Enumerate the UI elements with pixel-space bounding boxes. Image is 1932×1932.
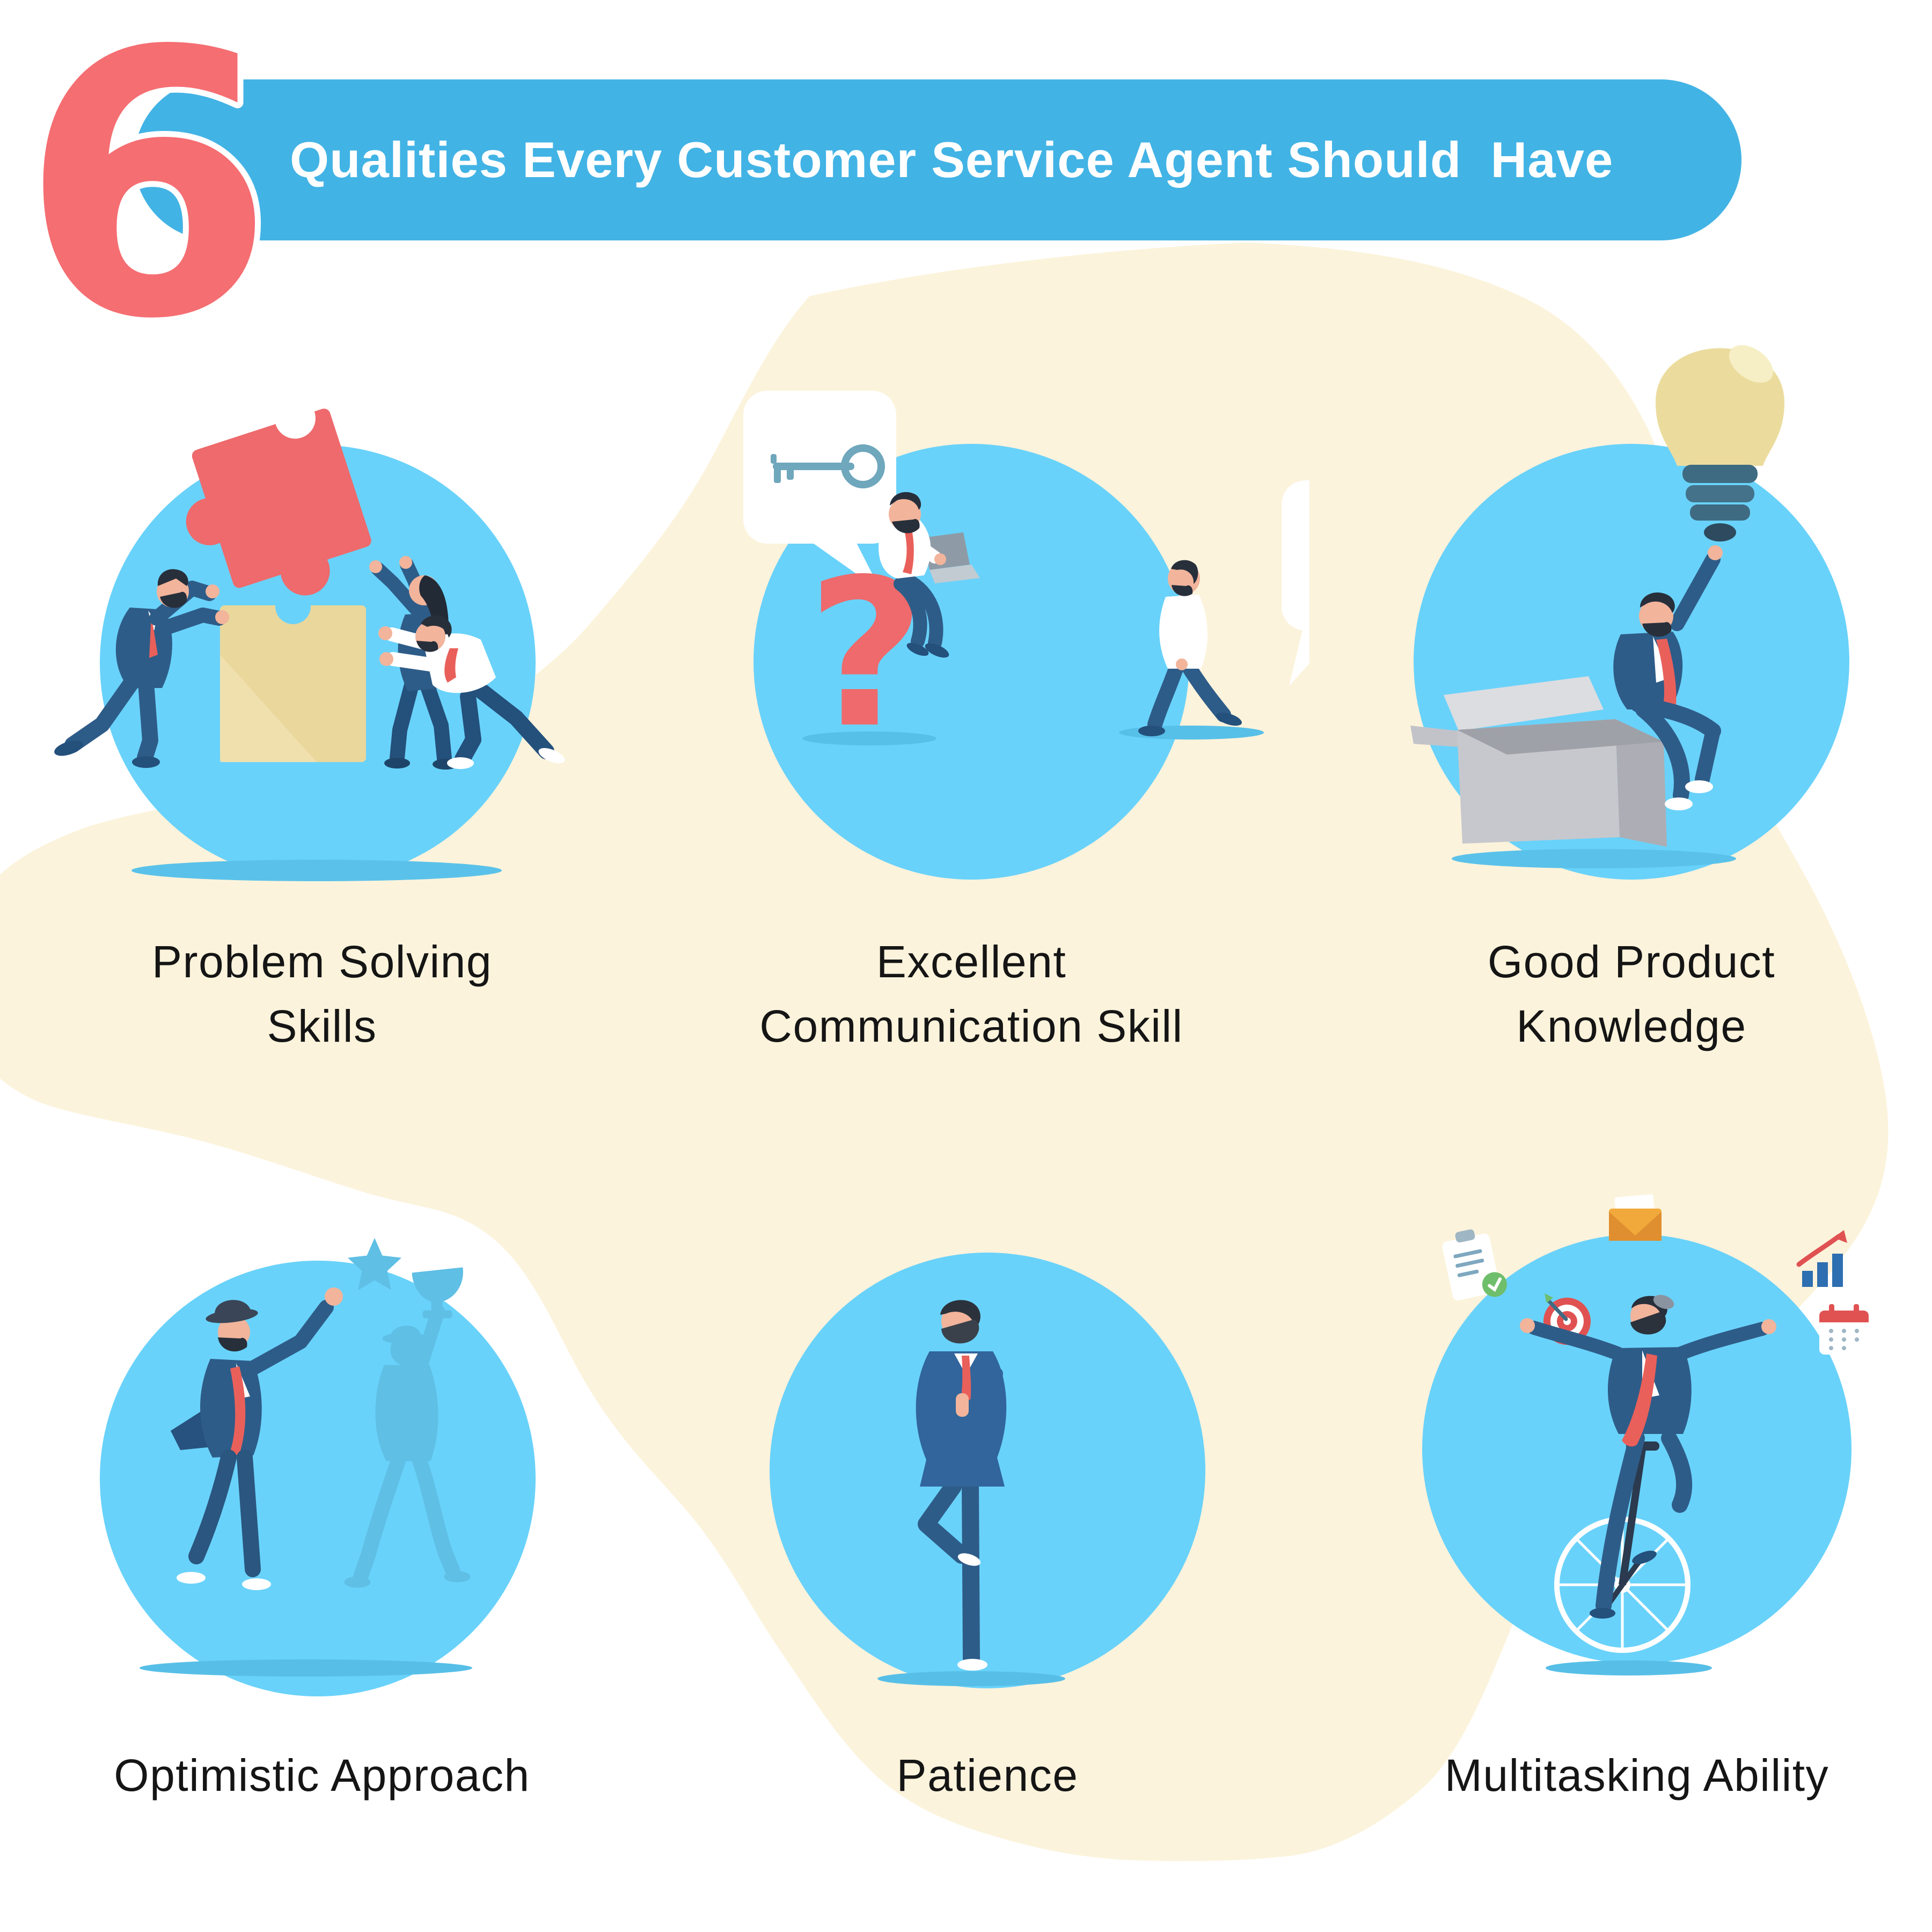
label-line: Skills (267, 1001, 377, 1051)
ground-shadow (140, 1659, 472, 1677)
number-six-text: 6 (32, 15, 263, 358)
ground-shadow (1452, 849, 1736, 868)
page-title: Qualities Every Customer Service Agent S… (290, 131, 1614, 188)
label-line: Communication Skill (759, 1001, 1183, 1051)
label-patience: Patience (746, 1743, 1229, 1807)
lightbulb-icon (1656, 345, 1784, 541)
quality-circle-communication (753, 444, 1189, 880)
figure-reaching-lightbulb (1613, 545, 1723, 810)
bar-chart-icon (1796, 1230, 1847, 1287)
figure-holding-puzzle-left (54, 569, 229, 768)
label-problem-solving: Problem Solving Skills (80, 930, 564, 1058)
speech-bubble-keyhole (1282, 480, 1309, 686)
star-icon (348, 1238, 401, 1290)
success-shadow-silhouette (344, 1238, 471, 1588)
speech-bubble-key (743, 391, 896, 591)
communication-illustration: ? (743, 391, 1309, 880)
label-line: Problem Solving (151, 936, 493, 987)
figure-sitting-on-question-mark (879, 492, 980, 658)
key-icon (771, 444, 885, 488)
optimistic-approach-illustration (100, 1238, 536, 1696)
envelope-icon (1609, 1194, 1662, 1241)
puzzle-box-icon (220, 589, 366, 762)
red-puzzle-piece-icon (186, 398, 371, 596)
patience-illustration (770, 1253, 1205, 1688)
figure-raised-fist (171, 1287, 343, 1590)
figure-pushing-box (378, 615, 565, 769)
big-number-six: 6 (32, 15, 263, 358)
ground-shadow (1546, 1660, 1712, 1675)
label-multitasking-ability: Multitasking Ability (1390, 1743, 1884, 1807)
product-knowledge-illustration (1410, 345, 1849, 880)
problem-solving-illustration (54, 398, 565, 881)
figure-juggling-on-unicycle (1520, 1294, 1776, 1619)
label-line: Excellent (876, 936, 1067, 987)
figure-yoga-tree-pose (916, 1300, 1007, 1671)
label-line: Good Product (1487, 936, 1776, 987)
calendar-icon (1819, 1304, 1869, 1355)
label-line: Optimistic Approach (114, 1750, 530, 1801)
label-optimistic-approach: Optimistic Approach (80, 1743, 564, 1807)
label-line: Knowledge (1516, 1001, 1747, 1051)
figure-walking-man (1138, 560, 1242, 736)
header-banner: Qualities Every Customer Service Agent S… (134, 79, 1741, 240)
label-line: Multitasking Ability (1444, 1750, 1829, 1801)
ground-shadow (802, 731, 936, 745)
ground-shadow (131, 860, 502, 881)
label-product-knowledge: Good Product Knowledge (1390, 930, 1873, 1058)
open-box-icon (1410, 676, 1667, 847)
label-communication: Excellent Communication Skill (730, 930, 1213, 1058)
ground-shadow (877, 1671, 1065, 1686)
multitasking-illustration (1422, 1194, 1869, 1675)
clipboard-icon (1442, 1229, 1507, 1301)
label-line: Patience (896, 1750, 1079, 1801)
